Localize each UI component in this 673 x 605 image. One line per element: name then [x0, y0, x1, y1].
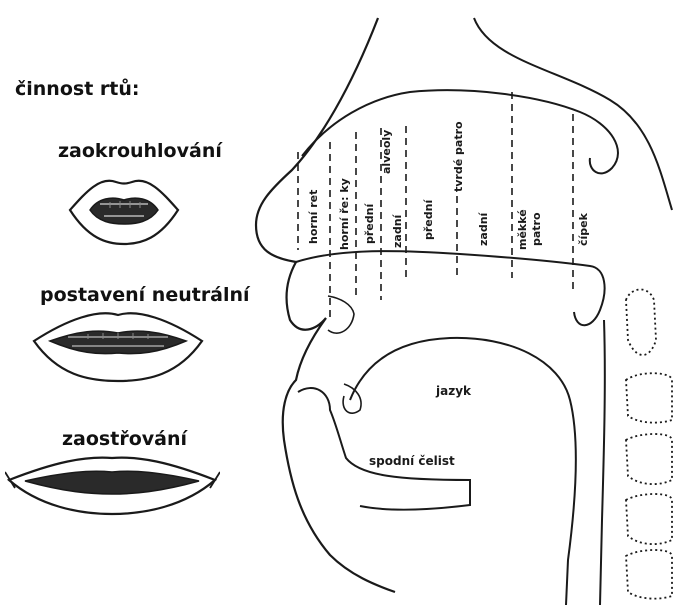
- vertebra-2: [626, 373, 672, 422]
- palate-outline: [296, 251, 605, 325]
- tongue-outline: [350, 338, 576, 605]
- tvrde-patro-label: tvrdé patro: [452, 121, 465, 192]
- lower-jaw-label: spodní čelist: [369, 454, 455, 468]
- upper-teeth-outline: [328, 296, 354, 333]
- alveoly-label: alveoly: [380, 130, 393, 174]
- horni-rezaky-label: horní ře: ky: [338, 178, 351, 250]
- vertebra-1: [626, 289, 656, 355]
- lower-lip-outline: [343, 384, 361, 413]
- vertebra-3: [626, 434, 672, 484]
- mekke-patro-label: měkké: [516, 209, 529, 250]
- predni-alveoly-label: přední: [363, 204, 376, 244]
- pharynx-wall: [600, 320, 605, 605]
- face-profile-outline: [256, 18, 395, 592]
- patro-label: patro: [530, 212, 543, 246]
- zadni-alveoly-label: zadní: [391, 215, 404, 248]
- zadni-tvrde-patro-label: zadní: [477, 213, 490, 246]
- vertebra-5: [626, 550, 672, 599]
- horni-ret-label: horní ret: [307, 190, 320, 244]
- lower-jaw-outline: [298, 388, 470, 510]
- tongue-label: jazyk: [436, 384, 471, 398]
- vertebra-4: [626, 494, 672, 544]
- cipek-label: čípek: [577, 213, 590, 246]
- predni-tvrde-patro-label: přední: [422, 200, 435, 240]
- mekke-label: měkké: [516, 209, 529, 250]
